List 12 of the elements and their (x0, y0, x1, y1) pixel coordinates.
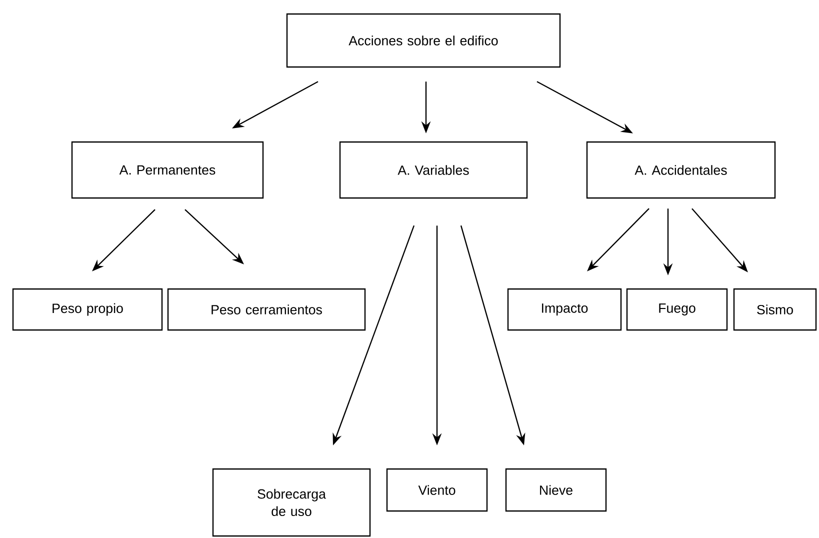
box: Peso propio (12, 288, 163, 331)
box: Peso cerramientos (167, 288, 366, 331)
box: Viento (386, 468, 488, 512)
box: A. Permanentes (71, 141, 264, 199)
box: Sismo (733, 288, 817, 331)
box: A. Variables (339, 141, 528, 199)
box: A. Accidentales (586, 141, 776, 199)
box: Impacto (507, 288, 622, 331)
box: Sobrecarga de uso (212, 468, 371, 537)
box: Nieve (505, 468, 607, 512)
box: Fuego (626, 288, 728, 331)
box: Acciones sobre el edifico (286, 13, 561, 68)
